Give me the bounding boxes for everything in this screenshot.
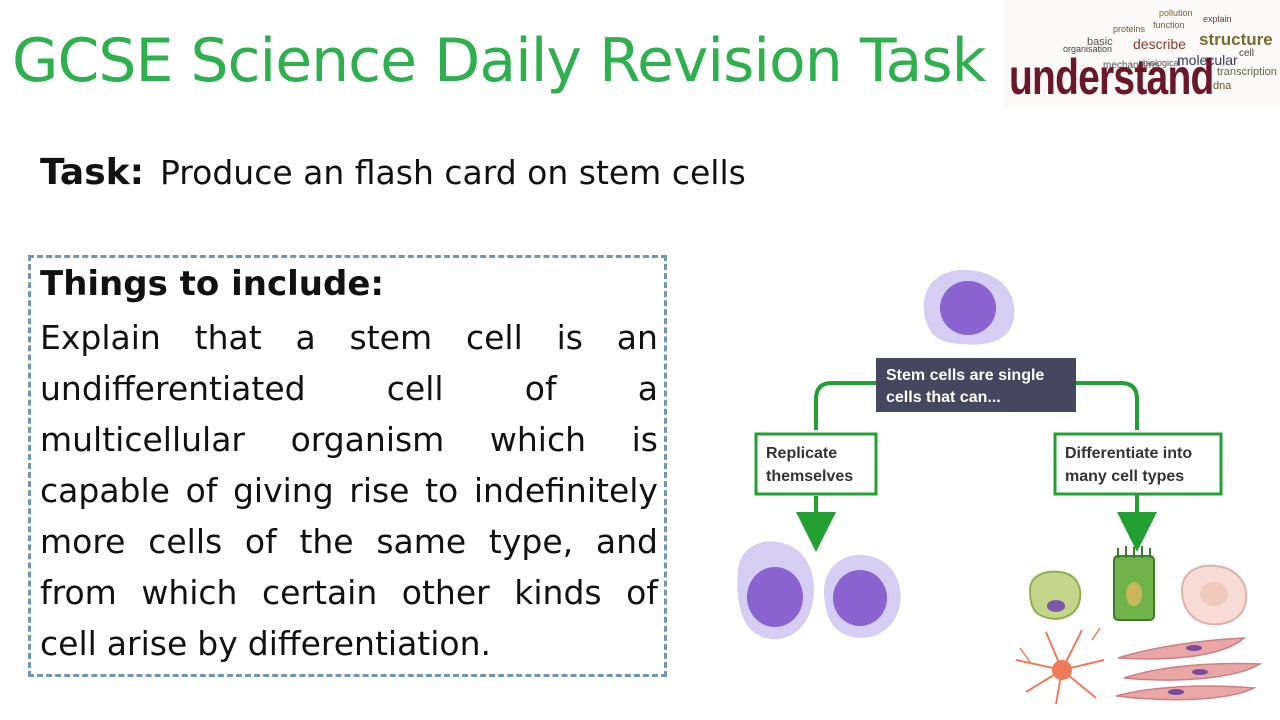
word: which: [489, 420, 587, 459]
word: giving: [232, 471, 334, 510]
right-box-line-2: many cell types: [1065, 468, 1184, 485]
word: of: [524, 369, 557, 408]
word-cloud-word: describe: [1133, 36, 1186, 52]
differentiated-cell-neuron: [1015, 627, 1105, 705]
word-cloud-word: organisation: [1063, 44, 1113, 54]
word-cloud-word: molecular: [1177, 52, 1238, 68]
right-box-line-1: Differentiate into: [1065, 445, 1192, 462]
word-cloud-word: mechanisms: [1103, 60, 1160, 71]
word: a: [637, 369, 658, 408]
task-label: Task:: [40, 152, 144, 193]
word-cloud-image: structure describe molecular transcripti…: [1003, 0, 1280, 108]
word-cloud-word: proteins: [1113, 24, 1146, 34]
word: Explain: [40, 318, 161, 357]
word: capable: [40, 471, 170, 510]
word: undifferentiated: [40, 369, 306, 408]
word: rise: [349, 471, 410, 510]
differentiated-cell-pink: [1180, 564, 1248, 626]
stem-cell-diagram: Stem cells are single cells that can... …: [737, 269, 1263, 705]
differentiated-cell-round: [1028, 570, 1082, 620]
connector-left: [814, 381, 876, 430]
box-title: Things to include:: [40, 264, 384, 304]
word: by: [197, 624, 238, 663]
word: that: [194, 318, 262, 357]
replicated-cell-right: [823, 554, 901, 638]
body-line: multicellular organism which is: [40, 420, 658, 459]
word: more: [40, 522, 126, 561]
word: the: [299, 522, 354, 561]
word: indefinitely: [473, 471, 658, 510]
word: same: [376, 522, 467, 561]
differentiate-box: [1053, 432, 1223, 496]
word: multicellular: [40, 420, 245, 459]
left-box-line-1: Replicate: [766, 445, 837, 462]
top-box-line-1: Stem cells are single: [886, 367, 1044, 384]
word: an: [616, 318, 658, 357]
replicate-box: [754, 432, 878, 496]
differentiated-cell-muscle: [1115, 637, 1263, 701]
word: organism: [290, 420, 445, 459]
word: arise: [106, 624, 188, 663]
word-cloud-word: function: [1153, 20, 1185, 30]
word: from: [40, 573, 117, 612]
word: cell: [465, 318, 523, 357]
slide-title: GCSE Science Daily Revision Task: [12, 26, 986, 96]
top-question-box: [876, 358, 1076, 412]
word-cloud-word: basic: [1087, 36, 1113, 48]
task-text: Produce an flash card on stem cells: [159, 153, 746, 192]
word: a: [295, 318, 316, 357]
word-cloud-word: biological: [1143, 58, 1181, 68]
word: of: [626, 573, 658, 612]
word: is: [631, 420, 658, 459]
word: and: [595, 522, 658, 561]
stem-cell-top: [923, 269, 1015, 345]
task-line: Task: Produce an flash card on stem cells: [40, 152, 746, 193]
word: cell: [386, 369, 444, 408]
body-line: undifferentiated cell of a: [40, 369, 658, 408]
word: of: [185, 471, 218, 510]
word-cloud-word: transcription: [1217, 66, 1277, 78]
word: cells: [148, 522, 223, 561]
dashed-content-box: [28, 255, 667, 677]
word: of: [244, 522, 277, 561]
differentiated-cell-columnar: [1113, 546, 1155, 621]
replicated-cell-left: [737, 541, 814, 640]
word-cloud-main-word: understand: [1009, 49, 1214, 105]
word-cloud-word: cell: [1239, 48, 1255, 59]
word-cloud-word: explain: [1203, 14, 1232, 24]
word-cloud-word: structure: [1199, 30, 1273, 49]
connector-right: [1076, 381, 1139, 430]
word-cloud-word: pollution: [1159, 8, 1193, 18]
word: is: [556, 318, 583, 357]
word: cell: [40, 624, 97, 663]
word: certain: [262, 573, 378, 612]
word: which: [141, 573, 238, 612]
word: type,: [488, 522, 574, 561]
word: differentiation.: [247, 624, 491, 663]
word-cloud-word: dna: [1213, 80, 1232, 92]
left-box-line-2: themselves: [766, 468, 853, 485]
word: other: [401, 573, 490, 612]
word: kinds: [514, 573, 602, 612]
word: to: [425, 471, 459, 510]
top-box-line-2: cells that can...: [886, 389, 1001, 406]
word: stem: [349, 318, 433, 357]
